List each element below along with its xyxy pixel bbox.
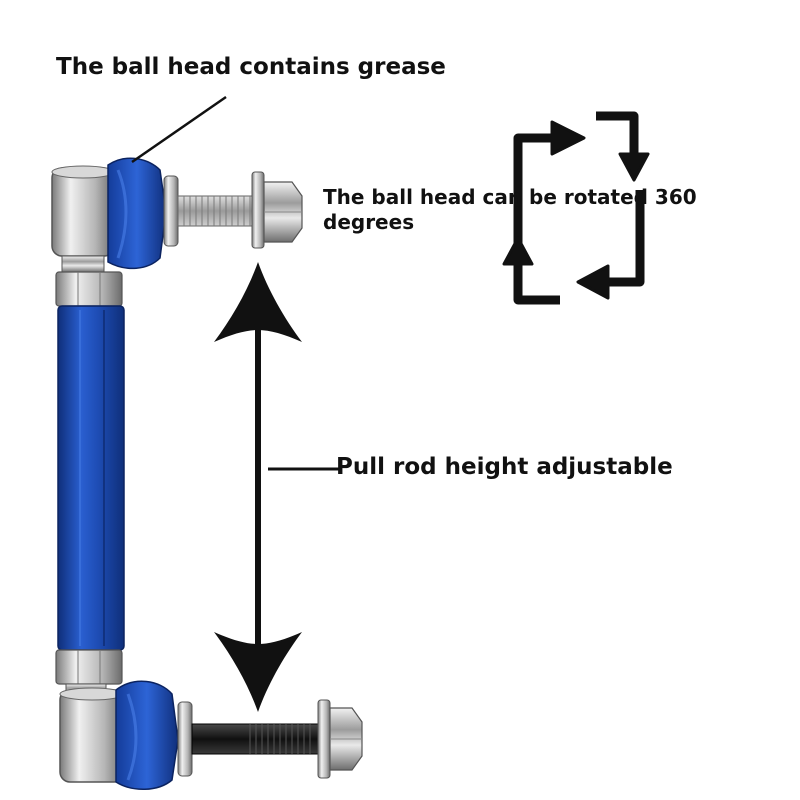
grease-leader-line <box>131 95 227 164</box>
double-headed-arrow-icon <box>214 262 302 712</box>
rotation-arrows-icon <box>502 111 650 305</box>
grease-annotation: The ball head contains grease <box>56 54 446 80</box>
top-ball-joint <box>51 157 303 270</box>
top-lock-nut <box>55 255 123 307</box>
rotation-annotation: The ball head can be rotated 360 degrees <box>323 185 697 235</box>
rotation-annotation-line2: degrees <box>323 210 415 234</box>
bottom-ball-joint <box>59 680 363 790</box>
adjustable-annotation: Pull rod height adjustable <box>336 454 673 480</box>
rotation-annotation-line1: The ball head can be rotated 360 <box>323 185 697 209</box>
adjustable-rod <box>57 305 125 651</box>
